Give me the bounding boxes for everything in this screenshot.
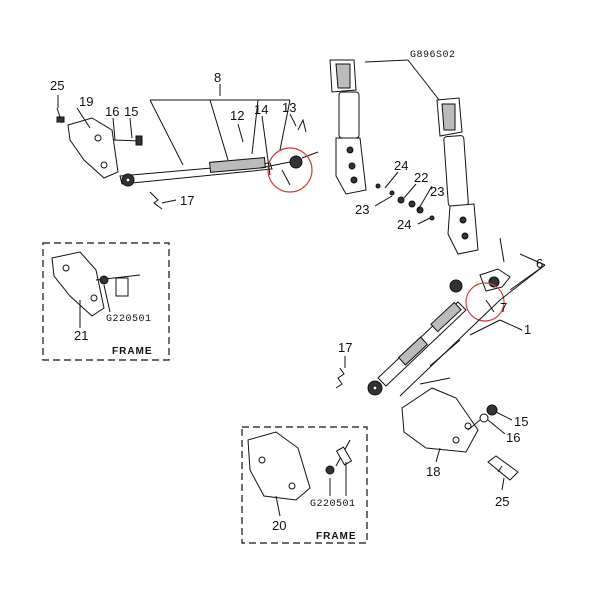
bolt-25-upper: [56, 107, 65, 124]
stabilizer-right: [436, 97, 479, 255]
callout-23-left: 23: [355, 202, 369, 217]
callout-14: 14: [254, 102, 268, 117]
lift-rod-upper: [119, 157, 273, 187]
callout-1: 1: [524, 322, 531, 337]
bracket-21: [51, 251, 105, 317]
leader-22: [403, 183, 417, 199]
callout-19: 19: [79, 94, 93, 109]
callout-12: 12: [230, 108, 244, 123]
frame-inset-bottom: [241, 426, 368, 544]
leader-8-b: [209, 99, 229, 161]
adjust-crank-lower: [449, 237, 511, 313]
highlight-circle-lower: [465, 282, 505, 322]
leader-24b: [417, 217, 431, 225]
leader-19: [76, 107, 91, 129]
leader-1a: [469, 319, 501, 336]
bracket-20: [247, 431, 311, 501]
callout-17-lower: 17: [338, 340, 352, 355]
ref-leader-2: [407, 59, 444, 106]
hardware-stack: [375, 183, 435, 221]
hardware-inset-bottom: [325, 439, 353, 475]
callout-6: 6: [536, 256, 543, 271]
callout-23-right: 23: [430, 184, 444, 199]
callout-15-lower: 15: [514, 414, 528, 429]
leader-23b: [417, 185, 433, 211]
bolt-15-upper: [112, 135, 143, 146]
reference-code: G896S02: [410, 50, 456, 61]
leader-8-c: [251, 99, 259, 155]
leader-1b: [429, 339, 461, 367]
bolt-15-lower: [467, 404, 498, 431]
leader-8-d: [279, 99, 291, 151]
sub-code-bottom: G220501: [310, 499, 356, 510]
leader-23a: [374, 195, 393, 207]
leader-17a: [161, 199, 177, 204]
callout-7: 7: [500, 300, 507, 315]
callout-25-upper: 25: [50, 78, 64, 93]
callout-22: 22: [414, 170, 428, 185]
leader-20: [275, 495, 281, 517]
callout-24-lower: 24: [397, 217, 411, 232]
callout-15-upper: 15: [124, 104, 138, 119]
callout-20: 20: [272, 518, 286, 533]
callout-21: 21: [74, 328, 88, 343]
leader-8-a: [149, 99, 184, 166]
leader-15a: [129, 117, 133, 139]
callout-16-lower: 16: [506, 430, 520, 445]
pin-17-upper: [149, 191, 163, 210]
leader-14: [261, 115, 271, 176]
handle-grip-25: [487, 455, 519, 481]
callout-16-upper: 16: [105, 104, 119, 119]
lift-link-bracket-upper-left: [67, 117, 119, 179]
bracket-18: [401, 387, 479, 453]
leader-13: [289, 113, 297, 127]
leader-16a: [112, 117, 116, 141]
leader-16b: [487, 419, 506, 435]
frame-label-bottom: FRAME: [316, 531, 357, 542]
leader-1: [499, 319, 523, 331]
leader-1c: [419, 377, 451, 385]
callout-25-lower: 25: [495, 494, 509, 509]
callout-13: 13: [282, 100, 296, 115]
stabilizer-left: [329, 59, 367, 195]
leader-6b: [509, 264, 546, 291]
leader-6-edge: [399, 264, 546, 397]
ref-leader-1: [364, 59, 409, 63]
leader-18: [435, 447, 441, 463]
callout-18: 18: [426, 464, 440, 479]
frame-label-left: FRAME: [112, 346, 153, 357]
leader-code-left: [103, 284, 111, 313]
lift-rod-lower: [367, 301, 467, 396]
callout-24-upper: 24: [394, 158, 408, 173]
sub-code-left: G220501: [106, 314, 152, 325]
leader-15b: [495, 411, 513, 421]
pin-17-lower: [335, 367, 345, 389]
leader-12: [237, 123, 244, 143]
callout-8: 8: [214, 70, 221, 85]
leader-6: [519, 253, 546, 266]
adjust-crank-upper: [259, 118, 319, 186]
leader-25b: [501, 477, 505, 491]
callout-17-upper: 17: [180, 193, 194, 208]
highlight-circle-upper: [267, 147, 313, 193]
hardware-inset-left: [95, 274, 141, 297]
leader-24a: [384, 171, 399, 189]
